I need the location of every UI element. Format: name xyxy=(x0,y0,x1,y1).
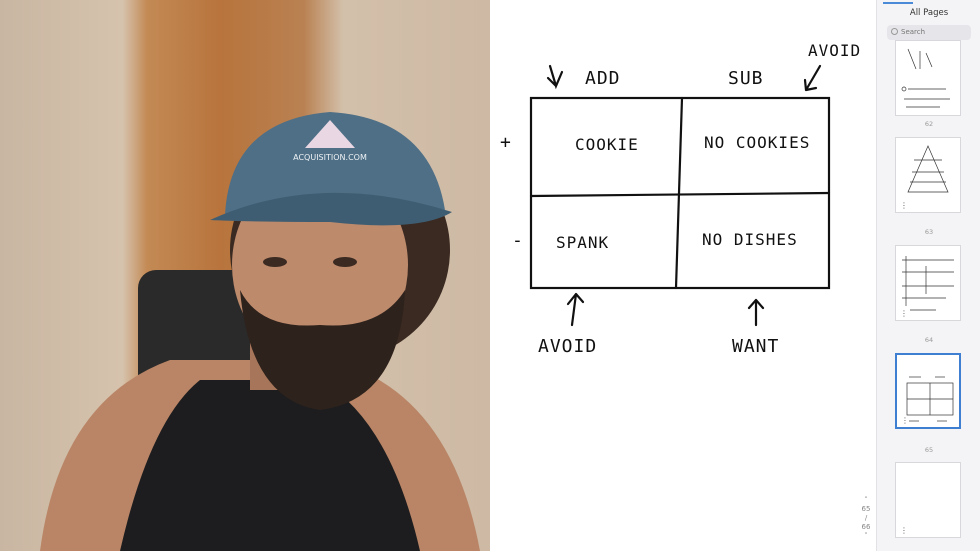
cell-no-dishes: NO DISHES xyxy=(702,230,798,249)
sidebar-title[interactable]: All Pages xyxy=(909,8,949,18)
cell-cookie: COOKIE xyxy=(575,135,639,154)
pages-sidebar: All Pages 62 ⋮ 63 xyxy=(876,0,980,551)
more-vertical-icon[interactable]: ⋮ xyxy=(900,201,908,210)
more-vertical-icon[interactable]: ⋮ xyxy=(900,526,908,535)
page-pager: ˄ 65 / 66 ˅ xyxy=(856,496,876,541)
row-sign-minus: - xyxy=(512,230,524,251)
chevron-up-icon[interactable]: ˄ xyxy=(864,496,868,504)
tank-top xyxy=(120,380,420,551)
arrow-avoid-bottom xyxy=(566,292,585,327)
row-sign-plus: + xyxy=(500,132,512,153)
cell-no-cookies: NO COOKIES xyxy=(704,133,810,152)
right-eye xyxy=(333,257,357,267)
page-number: 63 xyxy=(924,228,934,236)
arrow-avoid-top xyxy=(803,64,822,92)
search-box[interactable] xyxy=(887,25,971,40)
webcam-video: ACQUISITION.COM xyxy=(0,0,490,551)
cap-logo-triangle xyxy=(305,120,355,148)
matrix-horizontal-divider xyxy=(529,191,831,198)
current-page-number: 65 xyxy=(861,505,871,513)
page-thumbnail[interactable]: ⋮ xyxy=(895,245,961,321)
presenter-illustration: ACQUISITION.COM xyxy=(40,112,480,551)
whiteboard-canvas[interactable]: ADD SUB AVOID + - COOKIE NO COOKIES SPAN… xyxy=(490,0,876,551)
pager-separator: / xyxy=(864,514,868,522)
whiteboard-drawing: ADD SUB AVOID + - COOKIE NO COOKIES SPAN… xyxy=(500,41,861,357)
note-avoid-top: AVOID xyxy=(808,41,861,60)
arrow-add xyxy=(546,64,564,90)
chevron-down-icon[interactable]: ˅ xyxy=(864,532,868,540)
left-eye xyxy=(263,257,287,267)
page-number: 64 xyxy=(924,336,934,344)
page-number: 62 xyxy=(924,120,934,128)
total-page-number: 66 xyxy=(861,523,871,531)
more-vertical-icon[interactable]: ⋮ xyxy=(901,416,909,425)
note-avoid-bottom: AVOID xyxy=(538,336,597,357)
arrow-want xyxy=(747,298,765,327)
sidebar-tab-indicator xyxy=(883,2,913,4)
thumbnail-sketch xyxy=(906,376,954,422)
note-want: WANT xyxy=(732,336,779,357)
page-number: 65 xyxy=(924,446,934,454)
page-thumbnail[interactable] xyxy=(895,40,961,116)
more-vertical-icon[interactable]: ⋮ xyxy=(900,309,908,318)
matrix-vertical-divider xyxy=(674,96,684,290)
thumbnail-sketch xyxy=(907,145,949,193)
thumbnail-sketch xyxy=(902,256,954,311)
page-thumbnail[interactable]: ⋮ xyxy=(895,462,961,538)
cap-crown xyxy=(225,112,445,215)
cell-spank: SPANK xyxy=(556,233,609,252)
cap-brim xyxy=(210,192,452,226)
col-header-sub: SUB xyxy=(728,68,764,89)
thumbnail-sketch xyxy=(901,48,950,108)
search-icon xyxy=(891,28,898,35)
cap-logo-text: ACQUISITION.COM xyxy=(293,153,367,162)
search-input[interactable] xyxy=(901,28,967,36)
page-thumbnail[interactable]: ⋮ xyxy=(895,137,961,213)
col-header-add: ADD xyxy=(585,68,621,89)
beard xyxy=(240,290,405,410)
page-thumbnail-selected[interactable]: ⋮ xyxy=(895,353,961,429)
